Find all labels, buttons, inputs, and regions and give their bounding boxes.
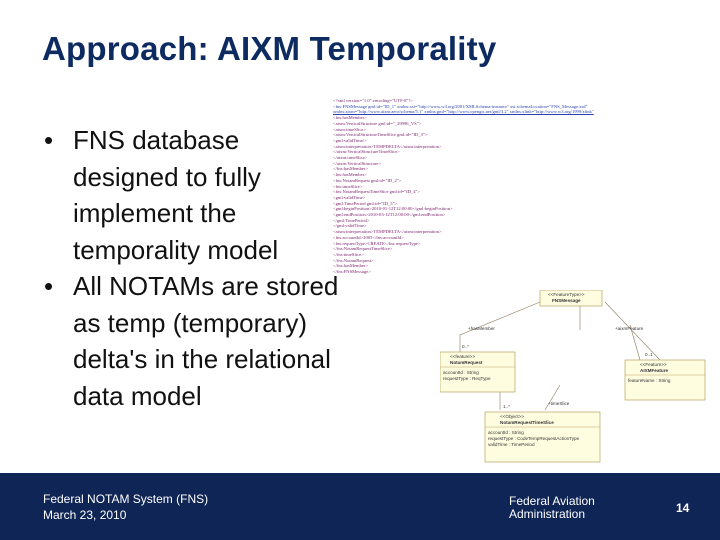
footer-bar: Federal NOTAM System (FNS) March 23, 201… xyxy=(0,473,720,540)
uml-attribute: accountId : String xyxy=(443,370,479,375)
xml-line: <aixm:VerticalStructure gml:id="_29996_V… xyxy=(333,120,422,126)
xml-line: xmlns:aixm="http://www.aixm.aero/schema/… xyxy=(333,109,594,115)
uml-attribute: requestType : ReqType xyxy=(443,376,491,381)
uml-class-name: NotamRequestTimeSlice xyxy=(500,420,554,425)
xml-line: </aixm:timeSlice> xyxy=(333,155,368,161)
page-number: 14 xyxy=(676,501,690,515)
xml-line: <gml:beginPosition>2010-01-12T12:00:00</… xyxy=(333,206,453,212)
uml-class-name: NotamRequest xyxy=(450,360,483,365)
uml-class-name: FNSMessage xyxy=(552,298,581,303)
xml-line: <?xml version="1.0" encoding="UTF-8"?> xyxy=(333,98,413,103)
agency-line: Federal Aviation xyxy=(509,494,595,508)
xml-line: <fns:timeSlice> xyxy=(333,183,363,189)
xml-line: <gml:endPosition>2010-03-12T12:00:00</gm… xyxy=(333,212,446,218)
xml-line: </fns:NotamRequestTimeSlice> xyxy=(333,246,393,252)
uml-label: +hasMember xyxy=(468,326,495,331)
agency-line: Administration xyxy=(509,507,586,521)
uml-label: +timeSlice xyxy=(548,401,570,406)
slide-title: Approach: AIXM Temporality xyxy=(42,30,497,67)
xml-line: </fns:hasMember> xyxy=(333,263,369,269)
uml-stereotype: <<Feature>> xyxy=(640,362,667,367)
xml-line: <gml:TimePeriod gml:id="ID_5"> xyxy=(333,200,398,206)
xml-line: <aixm:interpretation>TEMPDELTA</aixm:int… xyxy=(333,143,442,149)
xml-line: </gml:TimePeriod> xyxy=(333,217,370,223)
xml-line: </aixm:VerticalStructureTimeSlice> xyxy=(333,149,400,155)
uml-class-diagram: <<FeatureType>> FNSMessage <<feature>> N… xyxy=(440,290,706,463)
xml-line: </gml:validTime> xyxy=(333,223,367,229)
xml-line: </fns:NotamRequest> xyxy=(333,257,374,263)
uml-label: 0..* xyxy=(462,344,469,349)
bullet-text: FNS database designed to fully implement… xyxy=(73,125,279,265)
uml-box-notamrequest: <<feature>> NotamRequest accountId : Str… xyxy=(440,351,516,393)
footer-agency: Federal Aviation Administration xyxy=(509,495,649,521)
bullet-item: • All NOTAMs are stored as temp (tempora… xyxy=(40,268,340,414)
xml-line: <fns:NotamRequestTimeSlice gml:id="ID_4"… xyxy=(333,189,421,195)
xml-line: </aixm:VerticalStructure> xyxy=(333,160,382,166)
uml-class-name: AIXMFeature xyxy=(640,368,669,373)
xml-line: <aixm:interpretation>TEMPDELTA</aixm:int… xyxy=(333,229,442,235)
xml-line: <fns:hasMember> xyxy=(333,172,367,178)
uml-box-notamrequest-timeslice: <<Object>> NotamRequestTimeSlice account… xyxy=(484,411,601,463)
uml-stereotype: <<feature>> xyxy=(450,354,475,359)
xml-line: <aixm:VerticalStructureTimeSlice gml:id=… xyxy=(333,132,428,138)
footer-org: Federal NOTAM System (FNS) xyxy=(43,492,209,506)
footer-date: March 23, 2010 xyxy=(43,508,127,522)
xml-line: <fns:accountId>2005</fns:accountId> xyxy=(333,234,404,240)
xml-line: <fns:requestType>CREATE</fns:requestType… xyxy=(333,240,421,246)
xml-line: <aixm:timeSlice> xyxy=(333,126,366,132)
xml-line: </fns:hasMember> xyxy=(333,166,369,172)
uml-stereotype: <<Object>> xyxy=(500,414,524,419)
xml-line: </fns:FNSMessage> xyxy=(333,269,371,275)
bullet-dot: • xyxy=(44,125,54,155)
uml-box-fnsmessage: <<FeatureType>> FNSMessage xyxy=(539,290,603,307)
xml-line: <fns:hasMember> xyxy=(333,115,367,121)
uml-label: 0..1 xyxy=(645,352,653,357)
xml-line: <gml:validTime> xyxy=(333,194,366,200)
xml-line: </fns:timeSlice> xyxy=(333,251,364,257)
uml-attribute: validTime : TimePeriod xyxy=(488,442,535,447)
uml-stereotype: <<FeatureType>> xyxy=(548,292,585,297)
bullet-list: • FNS database designed to fully impleme… xyxy=(40,122,340,414)
bullet-dot: • xyxy=(44,271,54,301)
bullet-text: All NOTAMs are stored as temp (temporary… xyxy=(73,271,339,411)
xml-line: <gml:validTime/> xyxy=(333,137,367,143)
uml-label: +aixmFeature xyxy=(615,326,644,331)
bullet-item: • FNS database designed to fully impleme… xyxy=(40,122,340,268)
xml-line: <fns:NotamRequest gml:id="ID_2"> xyxy=(333,177,402,183)
uml-attribute: featureName : String xyxy=(628,378,671,383)
xml-code-excerpt: <?xml version="1.0" encoding="UTF-8"?><f… xyxy=(333,98,620,316)
uml-label: 1..* xyxy=(503,404,510,409)
uml-attribute: requestType : CodeTempRequestActionType xyxy=(488,436,580,441)
xml-line: <fns:FNSMessage gml:id="ID_1" xmlns:xsi=… xyxy=(333,103,588,109)
uml-box-aixmfeature: <<Feature>> AIXMFeature featureName : St… xyxy=(624,359,706,401)
uml-attribute: accountId : String xyxy=(488,430,524,435)
